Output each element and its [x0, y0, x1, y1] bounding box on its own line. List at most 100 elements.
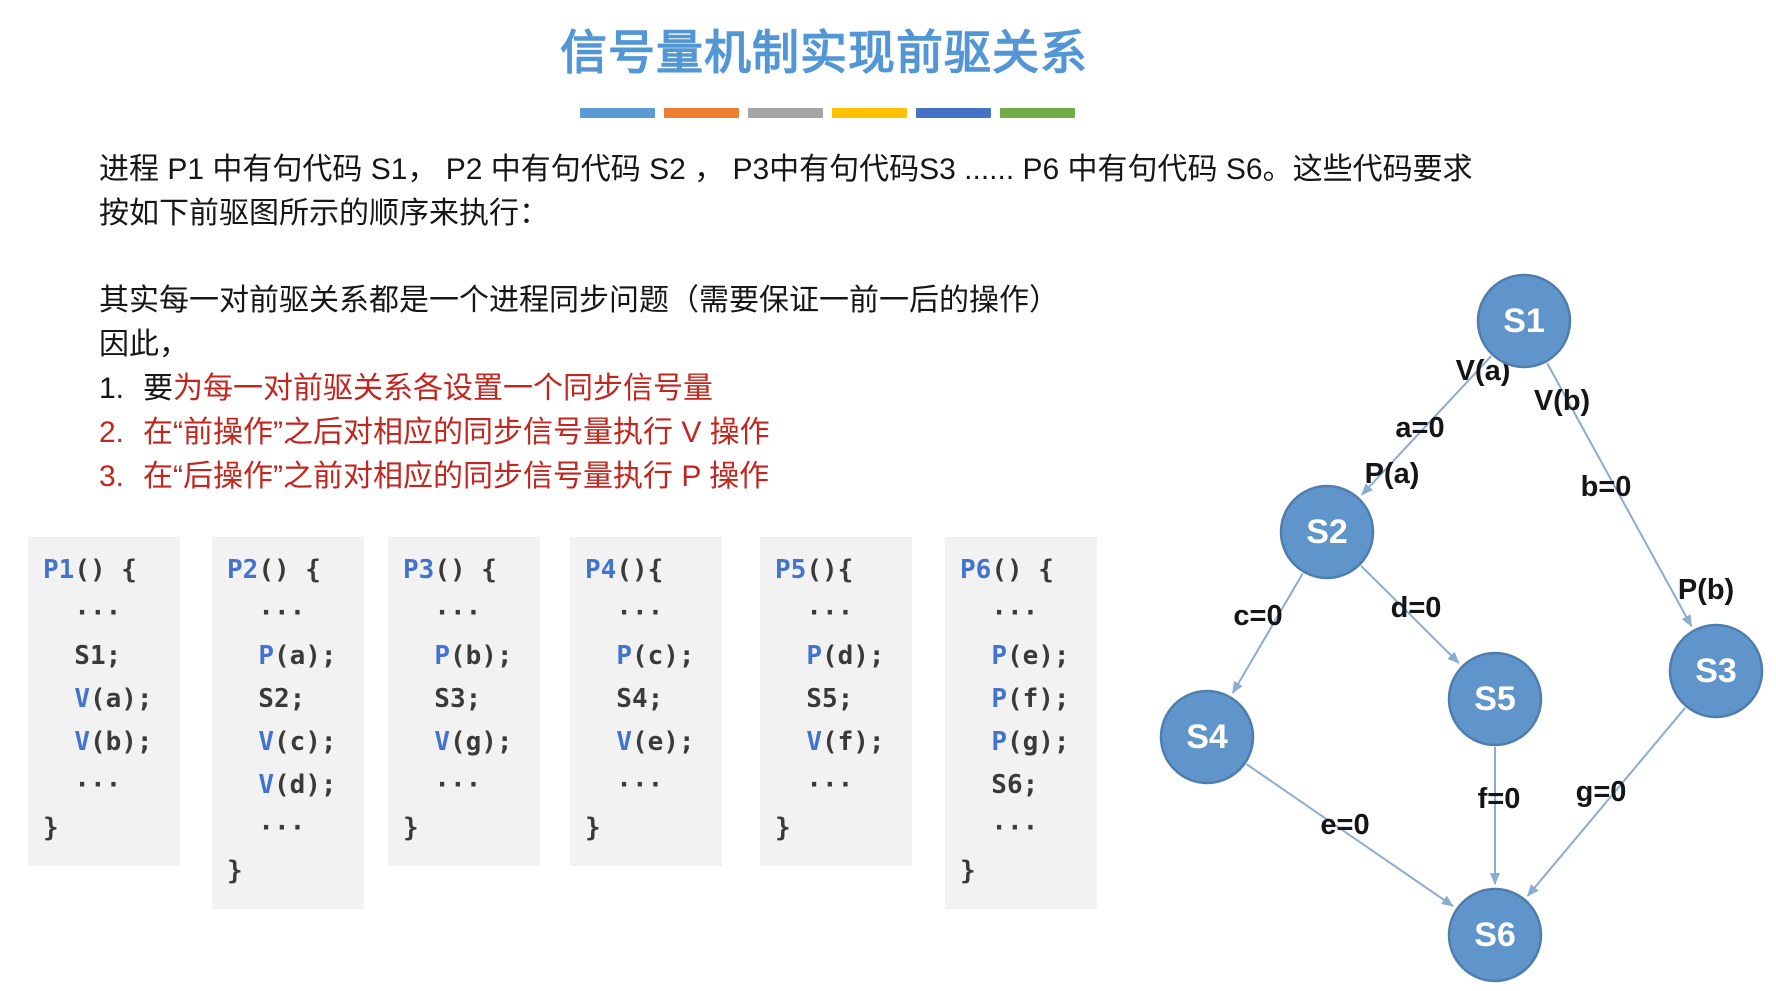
node-label: S2 [1306, 513, 1348, 551]
code-line: V(g); [434, 727, 513, 757]
graph-node-S5: S5 [1447, 651, 1543, 747]
code-line: S1; [43, 641, 122, 671]
code-line: ··· [227, 813, 306, 843]
code-block-P3: P3() { ··· P(b); S3; V(g); ···} [388, 537, 540, 866]
code-line: ··· [43, 598, 122, 628]
code-line: P1() { [43, 555, 137, 585]
code-line: ··· [585, 598, 664, 628]
code-line: ··· [403, 598, 482, 628]
divider-bar [832, 108, 907, 118]
method-item-1: 1. 要为每一对前驱关系各设置一个同步信号量 [99, 367, 1259, 411]
divider-bar [580, 108, 655, 118]
edge-S2-S4 [1231, 572, 1304, 694]
intro-line-2: 按如下前驱图所示的顺序来执行： [99, 197, 549, 230]
code-line: P(f); [991, 684, 1070, 714]
slide-title: 信号量机制实现前驱关系 [560, 26, 1088, 79]
method-item-3: 3. 在“后操作”之前对相应的同步信号量执行 P 操作 [99, 455, 1259, 499]
graph-node-S6: S6 [1447, 887, 1543, 983]
code-line: P(d); [806, 641, 885, 671]
code-line: S3; [403, 684, 482, 714]
code-line: ··· [960, 813, 1039, 843]
code-line: P(b); [434, 641, 513, 671]
code-line: V(e); [616, 727, 695, 757]
code-block-P5: P5(){ ··· P(d); S5; V(f); ···} [760, 537, 912, 866]
node-label: S1 [1503, 302, 1545, 340]
node-label: S3 [1695, 652, 1737, 690]
code-line: } [960, 856, 976, 886]
code-block-P4: P4(){ ··· P(c); S4; V(e); ···} [570, 537, 722, 866]
code-block-P2: P2() { ··· P(a); S2; V(c); V(d); ···} [212, 537, 364, 909]
divider-bar [1000, 108, 1075, 118]
edge-S2-S5 [1360, 565, 1460, 664]
code-line: P(e); [991, 641, 1070, 671]
code-line: S5; [775, 684, 854, 714]
edge-label-d=0: d=0 [1391, 592, 1442, 624]
edge-label-V(a): V(a) [1456, 355, 1511, 387]
code-line: V(f); [806, 727, 885, 757]
code-line: ··· [775, 770, 854, 800]
code-line: ··· [403, 770, 482, 800]
code-line: P(a); [258, 641, 337, 671]
graph-node-S4: S4 [1159, 689, 1255, 785]
code-line: } [585, 813, 601, 843]
node-label: S5 [1474, 680, 1516, 718]
graph-node-S1: S1 [1476, 273, 1572, 369]
item-text-black: 要 [143, 372, 173, 405]
edge-S1-S2 [1361, 355, 1492, 496]
code-line: V(d); [258, 770, 337, 800]
code-line: V(c); [258, 727, 337, 757]
graph-node-S3: S3 [1668, 623, 1764, 719]
code-line: } [775, 813, 791, 843]
item-text-red: 为每一对前驱关系各设置一个同步信号量 [173, 372, 713, 405]
edge-label-g=0: g=0 [1576, 776, 1627, 808]
item-number: 2. [99, 416, 125, 449]
divider-bar [664, 108, 739, 118]
code-line: V(a); [74, 684, 153, 714]
code-line: } [227, 856, 243, 886]
intro-line-1: 进程 P1 中有句代码 S1， P2 中有句代码 S2 ， P3中有句代码S3 … [99, 153, 1473, 186]
title-divider-bars [580, 108, 1075, 118]
node-label: S6 [1474, 916, 1516, 954]
code-line: ··· [960, 598, 1039, 628]
code-line: ··· [775, 598, 854, 628]
method-item-2: 2. 在“前操作”之后对相应的同步信号量执行 V 操作 [99, 411, 1259, 455]
item-number: 1. [99, 372, 125, 405]
code-line: P2() { [227, 555, 321, 585]
item-text-red: 在“后操作”之前对相应的同步信号量执行 P 操作 [143, 460, 770, 493]
edge-label-P(a): P(a) [1365, 458, 1420, 490]
edge-label-f=0: f=0 [1478, 783, 1521, 815]
code-line: ··· [43, 770, 122, 800]
edge-label-a=0: a=0 [1395, 412, 1444, 444]
analysis-line-2: 因此， [99, 328, 189, 361]
code-line: P5(){ [775, 555, 854, 585]
code-line: P(g); [991, 727, 1070, 757]
code-line: ··· [585, 770, 664, 800]
edge-label-V(b): V(b) [1534, 385, 1590, 417]
code-line: V(b); [74, 727, 153, 757]
edge-label-e=0: e=0 [1320, 809, 1369, 841]
edge-S3-S6 [1526, 707, 1686, 897]
item-number: 3. [99, 460, 125, 493]
edge-S4-S6 [1245, 763, 1454, 907]
code-line: } [403, 813, 419, 843]
divider-bar [916, 108, 991, 118]
code-line: ··· [227, 598, 306, 628]
code-line: S2; [227, 684, 306, 714]
code-line: S4; [585, 684, 664, 714]
edge-label-b=0: b=0 [1581, 471, 1632, 503]
code-block-P1: P1() { ··· S1; V(a); V(b); ···} [28, 537, 180, 866]
code-line: P3() { [403, 555, 497, 585]
code-line: S6; [960, 770, 1039, 800]
edge-label-P(b): P(b) [1678, 574, 1734, 606]
intro-paragraph: 进程 P1 中有句代码 S1， P2 中有句代码 S2 ， P3中有句代码S3 … [99, 148, 1599, 236]
edge-label-c=0: c=0 [1233, 600, 1282, 632]
code-block-P6: P6() { ··· P(e); P(f); P(g); S6; ···} [945, 537, 1097, 909]
analysis-line-1: 其实每一对前驱关系都是一个进程同步问题（需要保证一前一后的操作） [99, 284, 1059, 317]
edge-S1-S3 [1546, 362, 1693, 628]
divider-bar [748, 108, 823, 118]
item-text-red: 在“前操作”之后对相应的同步信号量执行 V 操作 [143, 416, 770, 449]
code-line: P4(){ [585, 555, 664, 585]
code-line: } [43, 813, 59, 843]
analysis-paragraph: 其实每一对前驱关系都是一个进程同步问题（需要保证一前一后的操作） 因此， 1. 要… [99, 279, 1259, 499]
graph-node-S2: S2 [1279, 484, 1375, 580]
